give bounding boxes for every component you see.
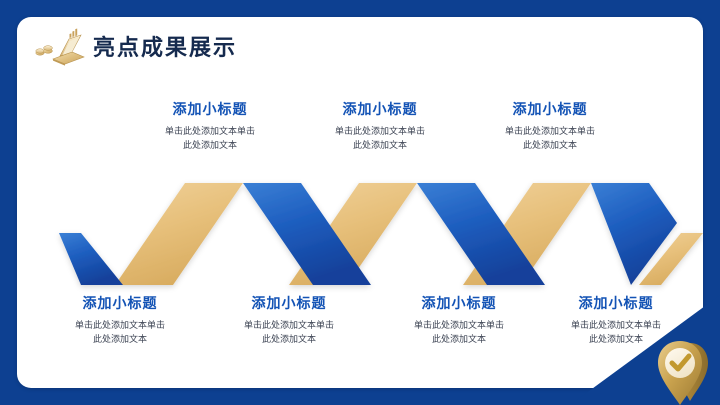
top-block-3-line1: 单击此处添加文本单击 xyxy=(504,125,595,136)
bottom-block-2-title: 添加小标题 xyxy=(251,295,327,311)
slide-header: 亮点成果展示 xyxy=(17,17,703,79)
bottom-block-4-title: 添加小标题 xyxy=(578,295,654,311)
check-pin-icon xyxy=(658,341,708,405)
bottom-block-3-line2: 此处添加文本 xyxy=(431,333,486,344)
slide-card: 亮点成果展示 xyxy=(17,17,703,388)
bottom-block-3: 添加小标题 单击此处添加文本单击 此处添加文本 xyxy=(384,295,534,347)
bottom-block-1-body: 单击此处添加文本单击 此处添加文本 xyxy=(45,319,195,347)
top-block-1-line1: 单击此处添加文本单击 xyxy=(164,125,255,136)
top-block-1-body: 单击此处添加文本单击 此处添加文本 xyxy=(135,125,285,153)
top-block-2-line2: 此处添加文本 xyxy=(352,139,407,150)
bottom-block-2-body: 单击此处添加文本单击 此处添加文本 xyxy=(214,319,364,347)
bottom-block-2-line1: 单击此处添加文本单击 xyxy=(243,319,334,330)
bottom-block-1: 添加小标题 单击此处添加文本单击 此处添加文本 xyxy=(45,295,195,347)
top-block-3-body: 单击此处添加文本单击 此处添加文本 xyxy=(475,125,625,153)
bottom-block-2-line2: 此处添加文本 xyxy=(261,333,316,344)
bottom-block-1-line2: 此处添加文本 xyxy=(92,333,147,344)
bottom-block-3-line1: 单击此处添加文本单击 xyxy=(413,319,504,330)
bottom-block-3-body: 单击此处添加文本单击 此处添加文本 xyxy=(384,319,534,347)
bottom-block-4-line1: 单击此处添加文本单击 xyxy=(570,319,661,330)
laptop-chart-coins-icon xyxy=(35,28,85,66)
top-block-3-line2: 此处添加文本 xyxy=(522,139,577,150)
top-block-1: 添加小标题 单击此处添加文本单击 此处添加文本 xyxy=(135,101,285,153)
page-title: 亮点成果展示 xyxy=(93,35,238,60)
top-block-3-title: 添加小标题 xyxy=(512,101,588,117)
top-block-3: 添加小标题 单击此处添加文本单击 此处添加文本 xyxy=(475,101,625,153)
bottom-block-2: 添加小标题 单击此处添加文本单击 此处添加文本 xyxy=(214,295,364,347)
bottom-block-1-line1: 单击此处添加文本单击 xyxy=(74,319,165,330)
zigzag-ribbon-chart xyxy=(59,183,703,285)
top-block-1-line2: 此处添加文本 xyxy=(182,139,237,150)
top-block-2: 添加小标题 单击此处添加文本单击 此处添加文本 xyxy=(305,101,455,153)
bottom-block-1-title: 添加小标题 xyxy=(82,295,158,311)
top-block-1-title: 添加小标题 xyxy=(172,101,248,117)
bottom-block-3-title: 添加小标题 xyxy=(421,295,497,311)
top-block-2-body: 单击此处添加文本单击 此处添加文本 xyxy=(305,125,455,153)
top-block-2-line1: 单击此处添加文本单击 xyxy=(334,125,425,136)
top-block-2-title: 添加小标题 xyxy=(342,101,418,117)
